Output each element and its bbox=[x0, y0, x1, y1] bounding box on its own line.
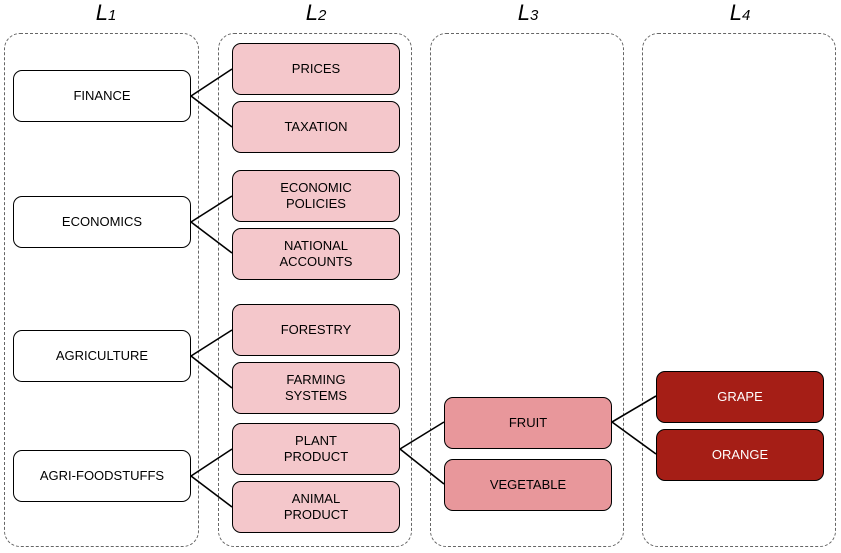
header-subscript: 4 bbox=[741, 7, 751, 24]
header-subscript: 3 bbox=[529, 7, 539, 24]
node-orange: ORANGE bbox=[656, 429, 824, 481]
edge-finance-taxation bbox=[190, 95, 233, 128]
node-forestry: FORESTRY bbox=[232, 304, 400, 356]
node-taxation: TAXATION bbox=[232, 101, 400, 153]
node-grape: GRAPE bbox=[656, 371, 824, 423]
edge-fruit-orange bbox=[611, 421, 657, 455]
node-farming-systems: FARMING SYSTEMS bbox=[232, 362, 400, 414]
header-letter: L bbox=[517, 0, 530, 25]
edge-economics-accounts bbox=[190, 221, 233, 254]
header-letter: L bbox=[95, 0, 108, 25]
edge-agrifood-animal bbox=[190, 475, 233, 508]
edge-fruit-grape bbox=[611, 395, 657, 423]
node-agriculture: AGRICULTURE bbox=[13, 330, 191, 382]
edge-agrifood-plant bbox=[190, 448, 233, 477]
node-economics: ECONOMICS bbox=[13, 196, 191, 248]
column-l3 bbox=[430, 33, 624, 547]
column-l2 bbox=[218, 33, 412, 547]
column-header-l3: L3 bbox=[498, 0, 558, 26]
header-letter: L bbox=[305, 0, 318, 25]
column-header-l1: L1 bbox=[76, 0, 136, 26]
node-prices: PRICES bbox=[232, 43, 400, 95]
header-letter: L bbox=[729, 0, 742, 25]
edge-plant-vegetable bbox=[399, 448, 445, 485]
edge-plant-fruit bbox=[399, 421, 445, 450]
node-national-accounts: NATIONAL ACCOUNTS bbox=[232, 228, 400, 280]
node-finance: FINANCE bbox=[13, 70, 191, 122]
header-subscript: 1 bbox=[107, 7, 117, 24]
edge-finance-prices bbox=[190, 68, 233, 97]
column-header-l2: L2 bbox=[286, 0, 346, 26]
node-animal-product: ANIMAL PRODUCT bbox=[232, 481, 400, 533]
header-subscript: 2 bbox=[317, 7, 327, 24]
column-header-l4: L4 bbox=[710, 0, 770, 26]
column-l1 bbox=[4, 33, 199, 547]
node-vegetable: VEGETABLE bbox=[444, 459, 612, 511]
edge-economics-policies bbox=[190, 195, 233, 223]
node-plant-product: PLANT PRODUCT bbox=[232, 423, 400, 475]
edge-agriculture-forestry bbox=[190, 329, 233, 357]
node-economic-policies: ECONOMIC POLICIES bbox=[232, 170, 400, 222]
column-l4 bbox=[642, 33, 836, 547]
node-fruit: FRUIT bbox=[444, 397, 612, 449]
edge-agriculture-farming bbox=[190, 355, 233, 389]
node-agri-foodstuffs: AGRI-FOODSTUFFS bbox=[13, 450, 191, 502]
